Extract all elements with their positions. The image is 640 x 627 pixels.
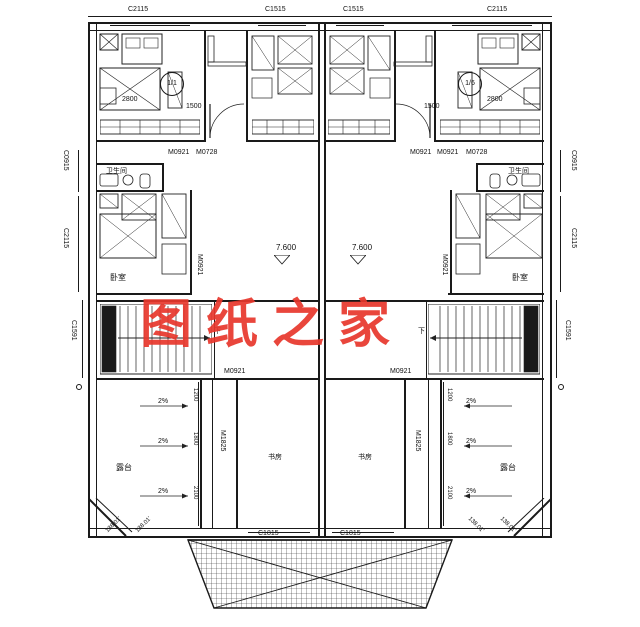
- bottom-window-2: C1815: [340, 530, 361, 537]
- left-label-c2115: C2115: [62, 228, 69, 249]
- right-label-c0915: C0915: [570, 150, 577, 171]
- axis-ref-left-label: 1/1: [167, 80, 177, 87]
- window-strip-top-left: [100, 119, 200, 135]
- top-dim-1: 2800: [122, 96, 138, 103]
- top-window-label-4: C2115: [487, 6, 508, 13]
- stair-right: [428, 304, 540, 375]
- slope-arrows-left: [140, 403, 188, 499]
- axis-ref-circle-left: 1/1: [160, 72, 184, 96]
- axis-ref-right-label: 1/6: [465, 80, 475, 87]
- slope-label-r1: 2%: [466, 398, 477, 405]
- balcony-dim-l3: 2100: [192, 486, 198, 500]
- bedroom-mid-left-label: 卧室: [110, 273, 126, 282]
- balcony-dim-r2: 1800: [446, 432, 452, 446]
- axis-dot-right: [558, 384, 564, 390]
- door-tag-m0921-c: M0921: [437, 149, 459, 156]
- slope-label-r2: 2%: [466, 438, 477, 445]
- bedroom-top-inner-right-furniture: [329, 35, 391, 99]
- bedroom-mid-right-furniture: [455, 193, 543, 275]
- bath-right-fixtures: [489, 173, 541, 189]
- door-tag-m0921-a: M0921: [168, 149, 190, 156]
- door-tag-m0921-b: M0921: [410, 149, 432, 156]
- bedroom-mid-left-furniture: [99, 193, 187, 275]
- window-strip-top-inner-right: [328, 119, 390, 135]
- study-left-label: 书房: [268, 454, 282, 461]
- entry-porch-hatch: [186, 539, 454, 609]
- top-dim-4: 2800: [487, 96, 503, 103]
- door-tag-mid-left: M0921: [196, 254, 203, 276]
- level-mark-right-label: 7.600: [352, 243, 373, 252]
- door-swing-group-top-right: [393, 35, 433, 139]
- terrace-left-label: 露台: [116, 463, 132, 472]
- slope-label-r3: 2%: [466, 488, 477, 495]
- door-tag-lower-right: M0921: [390, 368, 412, 375]
- corner-chamfer-left: [88, 498, 133, 537]
- axis-ref-circle-right: 1/6: [458, 72, 482, 96]
- left-label-c0915: C0915: [62, 150, 69, 171]
- window-strip-top-right: [440, 119, 540, 135]
- bath-right-label: 卫生间: [508, 168, 529, 175]
- slope-arrows-right: [464, 403, 512, 499]
- watermark-text: 图纸之家: [140, 297, 405, 354]
- door-swing-group-top-left: [207, 35, 247, 139]
- balcony-dim-r1: 1200: [446, 388, 452, 402]
- window-strip-top-inner-left: [252, 119, 314, 135]
- balcony-door-left: M1825: [219, 430, 226, 452]
- study-right-label: 书房: [358, 454, 372, 461]
- slope-label-l1: 2%: [158, 398, 169, 405]
- bath-left-label: 卫生间: [106, 168, 127, 175]
- right-label-c2115: C2115: [570, 228, 577, 249]
- right-label-c1591: C1591: [564, 320, 571, 341]
- top-window-label-3: C1515: [343, 6, 364, 13]
- top-dim-3: 1500: [424, 103, 440, 110]
- top-dim-2: 1500: [186, 103, 202, 110]
- terrace-right-label: 露台: [500, 463, 516, 472]
- stair-right-down-label: 下: [418, 328, 425, 335]
- top-window-label-1: C2115: [128, 6, 149, 13]
- door-tag-lower-left: M0921: [224, 368, 246, 375]
- balcony-dim-l1: 1200: [192, 388, 198, 402]
- stair-left-down-label: 下: [214, 328, 221, 335]
- stair-left: [100, 304, 212, 375]
- axis-dot-left: [76, 384, 82, 390]
- bedroom-top-inner-left-furniture: [251, 35, 313, 99]
- balcony-dim-r3: 2100: [446, 486, 452, 500]
- slope-label-l3: 2%: [158, 488, 169, 495]
- level-mark-left-label: 7.600: [276, 243, 297, 252]
- door-tag-m0728-left: M0728: [196, 149, 218, 156]
- door-tag-mid-right: M0921: [441, 254, 448, 276]
- top-window-label-2: C1515: [265, 6, 286, 13]
- bath-left-fixtures: [99, 173, 151, 189]
- balcony-dim-l2: 1800: [192, 432, 198, 446]
- bedroom-mid-right-label: 卧室: [512, 273, 528, 282]
- bottom-window-1: C1815: [258, 530, 279, 537]
- balcony-door-right: M1825: [414, 430, 421, 452]
- door-tag-m0728-right: M0728: [466, 149, 488, 156]
- slope-label-l2: 2%: [158, 438, 169, 445]
- corner-chamfer-right: [507, 498, 552, 537]
- left-label-c1591: C1591: [70, 320, 77, 341]
